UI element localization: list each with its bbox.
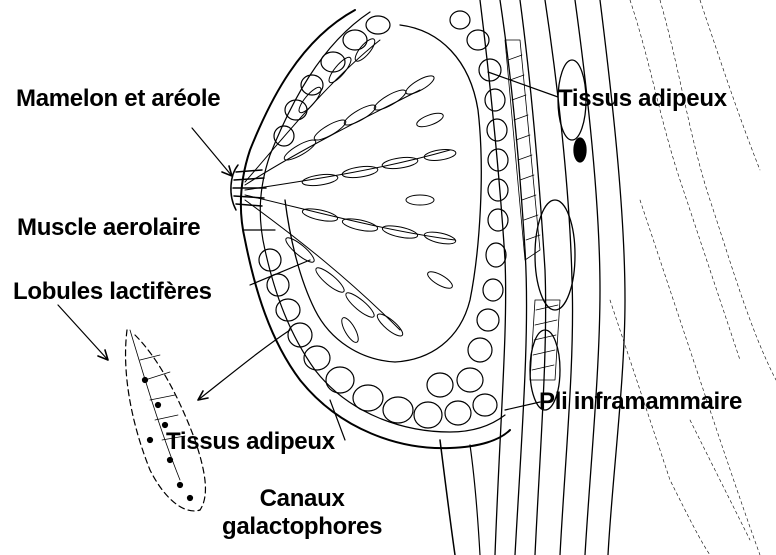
adipose-tissue-bottom-label: Tissus adipeux xyxy=(166,428,335,456)
lactiferous-ducts-label-line2: galactophores xyxy=(222,513,382,541)
chest-wall xyxy=(480,0,625,555)
lactiferous-lobules xyxy=(245,36,457,345)
lactiferous-ducts-label-line1: Canaux xyxy=(222,485,382,513)
areolar-muscle-label: Muscle aerolaire xyxy=(17,214,200,242)
fibrous-texture xyxy=(610,0,776,555)
adipose-tissue-top-label: Tissus adipeux xyxy=(558,85,727,113)
detached-lobule xyxy=(126,330,206,511)
leader-lines xyxy=(58,72,558,440)
lactiferous-ducts-label: Canaux galactophores xyxy=(222,485,382,541)
nipple-areola-label: Mamelon et aréole xyxy=(16,85,220,113)
breast-contour xyxy=(241,10,510,555)
lactiferous-lobules-label: Lobules lactifères xyxy=(13,278,212,306)
inframammary-fold-label: Pli inframammaire xyxy=(539,388,742,416)
adipose-cells xyxy=(259,11,508,428)
